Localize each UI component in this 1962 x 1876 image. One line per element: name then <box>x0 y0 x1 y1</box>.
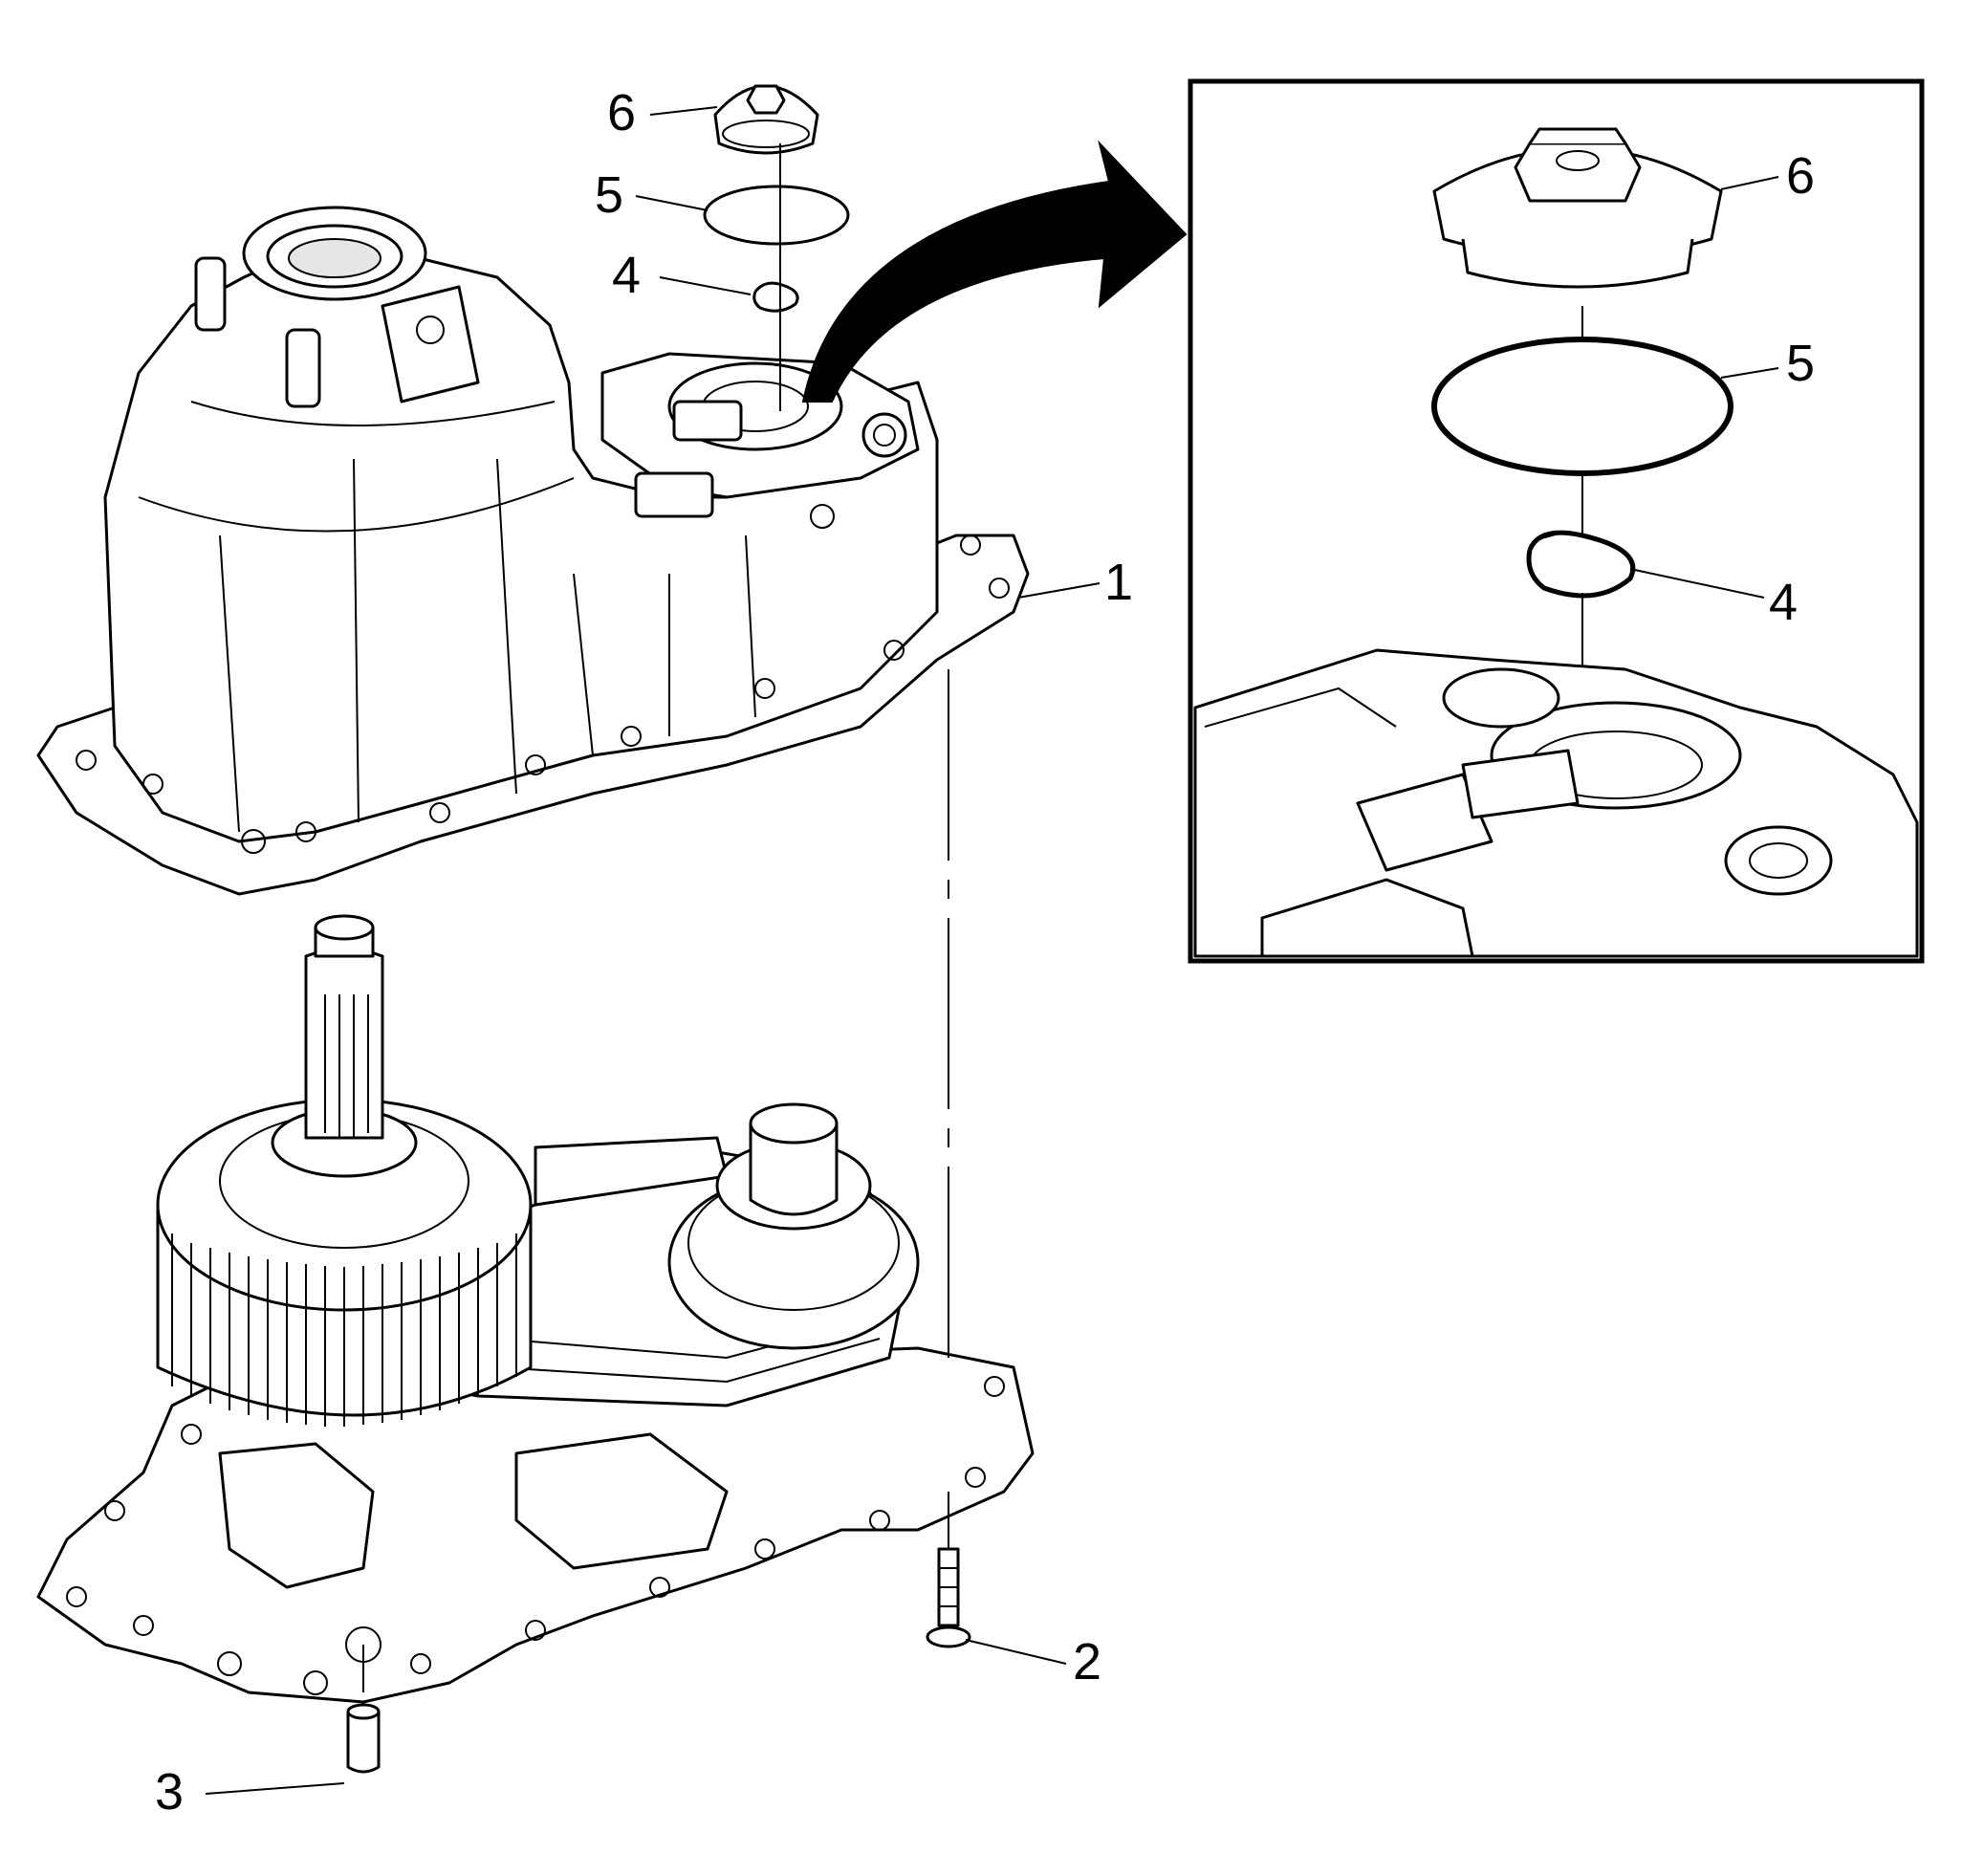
detail-callout-4: 4 <box>1769 574 1798 631</box>
detail-arrow <box>801 140 1188 403</box>
callout-1: 1 <box>1104 554 1133 611</box>
drain-plug-part-6 <box>713 84 819 155</box>
detail-callout-5: 5 <box>1786 335 1815 392</box>
callout-2: 2 <box>1073 1633 1101 1691</box>
callout-6: 6 <box>607 84 636 142</box>
callout-5: 5 <box>595 166 623 224</box>
detail-callout-6: 6 <box>1786 147 1815 205</box>
drum-splines <box>171 1233 517 1427</box>
transfer-case-rear-half-with-chain <box>36 914 1035 1704</box>
bolt-part-2 <box>926 669 971 1648</box>
callout-4: 4 <box>612 247 641 304</box>
transfer-case-front-half <box>36 206 1030 896</box>
dowel-part-3 <box>346 1645 381 1774</box>
callout-3: 3 <box>155 1763 184 1821</box>
snap-ring-part-4 <box>752 281 799 313</box>
leader-lines <box>205 106 1779 1795</box>
o-ring-part-5 <box>703 185 850 246</box>
detail-inset <box>1188 78 1925 964</box>
